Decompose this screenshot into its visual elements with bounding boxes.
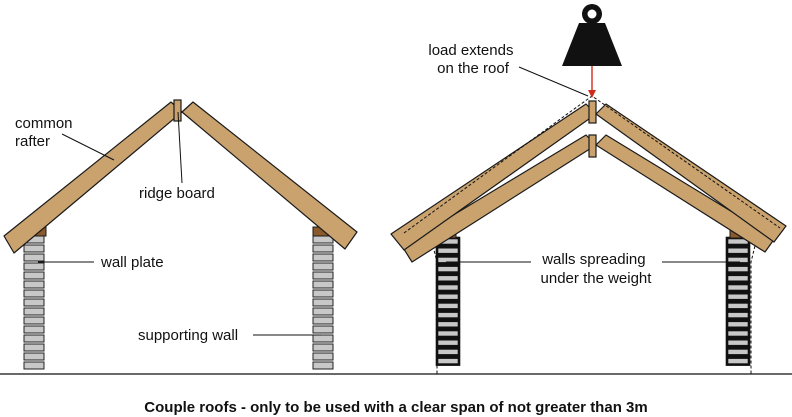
- brick: [312, 298, 334, 307]
- brick: [312, 343, 334, 352]
- brick: [23, 298, 45, 307]
- walls-spreading-label: walls spreading under the weight: [541, 251, 653, 287]
- brick: [312, 280, 334, 289]
- load-arrow-head: [588, 90, 596, 98]
- brick: [23, 271, 45, 280]
- brick: [725, 310, 751, 320]
- brick: [725, 245, 751, 256]
- brick: [725, 328, 751, 339]
- wall-plate-label: wall plate: [100, 254, 164, 271]
- load-leader: [518, 66, 589, 97]
- brick: [435, 347, 461, 357]
- right-spreading-wall-right: [725, 236, 751, 366]
- brick: [312, 253, 334, 262]
- brick: [435, 245, 461, 256]
- ridge-board-label: ridge board: [139, 185, 215, 202]
- brick: [725, 273, 751, 284]
- right-spreading-wall-left: [435, 236, 461, 366]
- brick: [312, 316, 334, 325]
- deflected-rafter-left: [401, 134, 597, 263]
- left-supporting-wall-right: [312, 235, 334, 370]
- diagram-caption: Couple roofs - only to be used with a cl…: [144, 399, 647, 416]
- brick: [23, 244, 45, 253]
- ridge-board: [173, 99, 182, 122]
- brick: [725, 255, 751, 265]
- ridge-board-lower: [588, 134, 597, 158]
- weight-icon: [562, 4, 622, 66]
- brick: [435, 337, 461, 348]
- brick: [23, 280, 45, 289]
- upper-rafter-left: [390, 103, 597, 251]
- load-label-line2: on the roof: [437, 60, 510, 77]
- brick: [725, 301, 751, 311]
- brick: [23, 343, 45, 352]
- brick: [23, 325, 45, 334]
- brick: [23, 262, 45, 271]
- brick: [312, 334, 334, 343]
- brick: [312, 262, 334, 271]
- brick: [23, 289, 45, 298]
- deflected-rafter-right: [595, 134, 776, 253]
- brick: [435, 356, 461, 366]
- right-common-rafter: [181, 101, 358, 250]
- brick: [435, 301, 461, 311]
- common-rafter-label-line1: common: [15, 115, 73, 132]
- left-wall-spread-outline: [432, 245, 438, 374]
- brick: [435, 264, 461, 274]
- brick: [312, 307, 334, 316]
- brick: [725, 291, 751, 302]
- ridge-board-leader: [177, 111, 183, 184]
- brick: [23, 307, 45, 316]
- ridge-board-upper: [588, 100, 597, 124]
- brick: [312, 289, 334, 298]
- common-rafter-label-line2: rafter: [15, 133, 50, 150]
- brick: [23, 334, 45, 343]
- load-label-line1: load extends: [428, 42, 513, 59]
- brick: [725, 356, 751, 366]
- right-wall-spread-outline: [750, 245, 756, 374]
- brick: [23, 253, 45, 262]
- brick: [725, 347, 751, 357]
- upper-rafter-right: [595, 103, 787, 243]
- left-supporting-wall-left: [23, 235, 45, 370]
- brick: [725, 319, 751, 330]
- brick: [725, 264, 751, 274]
- common-rafter-leader: [61, 133, 115, 161]
- brick: [725, 282, 751, 293]
- common-rafter-label: common rafter: [15, 115, 77, 150]
- brick: [312, 352, 334, 361]
- brick: [725, 337, 751, 348]
- brick: [23, 361, 45, 370]
- supporting-wall-label: supporting wall: [138, 327, 238, 344]
- brick: [435, 310, 461, 320]
- brick: [312, 271, 334, 280]
- load-label: load extends on the roof: [428, 42, 517, 77]
- brick: [435, 255, 461, 265]
- brick: [435, 328, 461, 339]
- brick: [435, 273, 461, 284]
- brick: [435, 319, 461, 330]
- left-roof: [3, 99, 358, 370]
- brick: [23, 352, 45, 361]
- brick: [435, 291, 461, 302]
- brick: [435, 282, 461, 293]
- brick: [312, 244, 334, 253]
- brick: [312, 325, 334, 334]
- walls-spreading-label-line1: walls spreading: [541, 251, 645, 268]
- brick: [23, 316, 45, 325]
- right-roof: [390, 4, 787, 374]
- brick: [312, 361, 334, 370]
- walls-spreading-label-line2: under the weight: [541, 270, 653, 287]
